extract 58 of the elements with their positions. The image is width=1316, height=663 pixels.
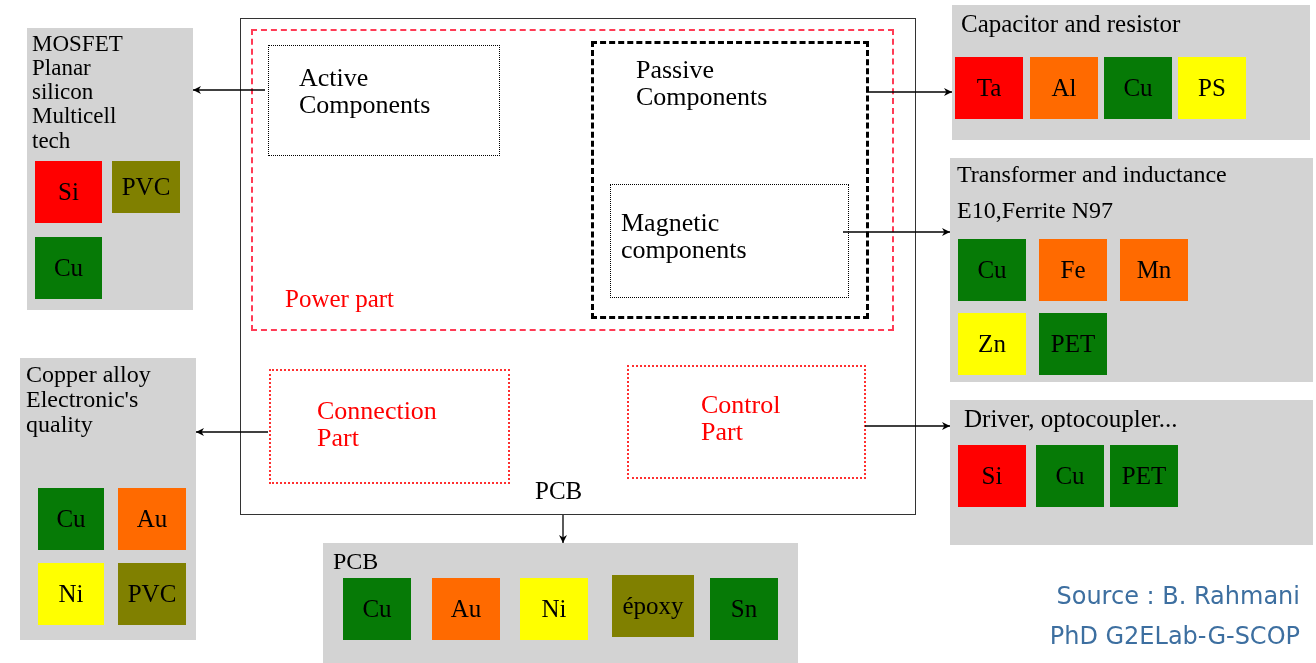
panel-heading: MOSFET Planar silicon Multicell tech — [32, 32, 124, 153]
arrow — [195, 428, 269, 436]
material-panel — [950, 400, 1313, 545]
material-panel — [950, 158, 1313, 382]
component-label: Active Components — [299, 64, 432, 119]
component-box — [627, 365, 866, 479]
material-chip: Cu — [343, 578, 411, 640]
group-box — [251, 29, 894, 331]
panel-heading: Driver, optocoupler... — [964, 406, 1178, 433]
material-chip: Sn — [710, 578, 778, 640]
frame-box — [240, 18, 916, 515]
panel-heading: PCB — [333, 549, 379, 575]
arrow — [865, 88, 953, 96]
material-chip: PET — [1039, 313, 1107, 375]
material-chip: Ni — [520, 578, 588, 640]
material-chip: PS — [1178, 57, 1246, 119]
material-panel — [27, 28, 193, 310]
material-chip: Ni — [38, 563, 104, 625]
group-label: Power part — [285, 286, 394, 313]
material-chip: Zn — [958, 313, 1026, 375]
component-label: Control Part — [701, 391, 782, 446]
arrow — [559, 514, 567, 544]
material-chip: PET — [1110, 445, 1178, 507]
group-box — [591, 41, 869, 319]
component-label: Passive Components — [636, 56, 769, 111]
material-chip: Al — [1030, 57, 1098, 119]
material-chip: Si — [958, 445, 1026, 507]
material-panel — [20, 358, 196, 640]
component-label: Magnetic components — [621, 209, 748, 264]
material-panel — [952, 5, 1310, 140]
component-box — [268, 45, 500, 156]
material-chip: Cu — [38, 488, 104, 550]
component-box — [610, 184, 849, 298]
source-note: PhD G2ELab-G-SCOP — [1049, 624, 1300, 650]
arrow — [864, 422, 951, 430]
component-box — [269, 369, 510, 484]
material-chip: Si — [35, 161, 102, 223]
material-chip: Cu — [35, 237, 102, 299]
source-note: Source : B. Rahmani — [1056, 584, 1300, 610]
panel-heading: Transformer and inductance — [957, 162, 1227, 188]
material-chip: époxy — [612, 575, 694, 637]
material-chip: Fe — [1039, 239, 1107, 301]
arrow — [192, 86, 266, 94]
panel-heading: Copper alloy Electronic's quality — [26, 362, 152, 438]
material-panel — [323, 543, 798, 663]
material-chip: PVC — [112, 161, 180, 213]
material-chip: Cu — [958, 239, 1026, 301]
arrow — [842, 228, 951, 236]
material-chip: Cu — [1104, 57, 1172, 119]
material-chip: Au — [432, 578, 500, 640]
panel-heading: Capacitor and resistor — [961, 11, 1181, 38]
material-chip: PVC — [118, 563, 186, 625]
component-label: Connection Part — [317, 397, 438, 452]
panel-subheading: E10,Ferrite N97 — [957, 198, 1113, 224]
material-chip: Ta — [955, 57, 1023, 119]
material-chip: Mn — [1120, 239, 1188, 301]
material-chip: Au — [118, 488, 186, 550]
material-chip: Cu — [1036, 445, 1104, 507]
